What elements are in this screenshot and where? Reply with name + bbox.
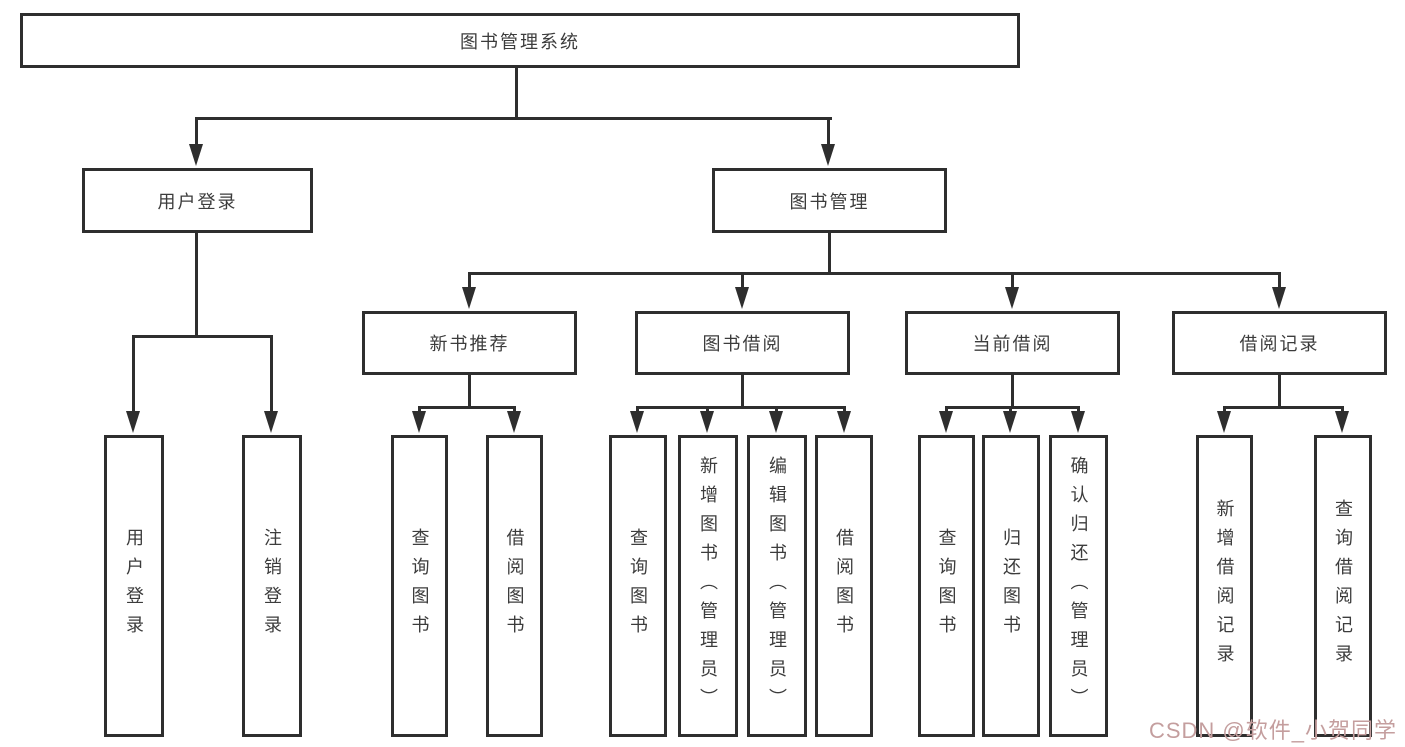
connector-line [945,406,948,414]
connector-line [270,335,273,412]
connector-line [1077,406,1080,414]
connector-line [706,406,709,414]
connector-line [195,117,832,120]
leaf-borrow-books-1: 借阅图书 [486,435,543,737]
arrow-down-icon [1003,411,1017,433]
node-borrow-records-label: 借阅记录 [1239,334,1320,354]
node-current-borrow: 当前借阅 [905,311,1120,375]
connector-line [195,233,198,338]
leaf-add-borrow-record: 新增借阅记录 [1196,435,1253,737]
arrow-down-icon [735,287,749,309]
arrow-down-icon [126,411,140,433]
leaf-logout: 注销登录 [242,435,302,737]
arrow-down-icon [821,144,835,166]
connector-line [1341,406,1344,414]
connector-line [515,68,518,118]
arrow-down-icon [939,411,953,433]
connector-line [418,406,516,409]
connector-line [636,406,639,414]
connector-line [827,117,830,147]
leaf-add-book-admin-label: 新增图书（管理员） [698,455,718,717]
node-book-management-label: 图书管理 [789,191,870,212]
leaf-confirm-return-admin-label: 确认归还（管理员） [1068,455,1089,717]
leaf-edit-book-admin: 编辑图书（管理员） [747,435,807,737]
connector-line [636,406,846,409]
leaf-edit-book-admin-label: 编辑图书（管理员） [767,455,787,717]
leaf-borrow-books-2: 借阅图书 [815,435,873,737]
leaf-query-borrow-record: 查询借阅记录 [1314,435,1372,737]
csdn-watermark: CSDN @软件_小贺同学 [1148,718,1397,743]
leaf-user-login: 用户登录 [104,435,164,737]
connector-line [945,406,1080,409]
leaf-query-books-1-label: 查询图书 [409,528,430,644]
connector-line [132,335,135,412]
connector-line [513,406,516,414]
arrow-down-icon [1217,411,1231,433]
leaf-query-books-2: 查询图书 [609,435,667,737]
connector-line [828,233,831,275]
connector-line [775,406,778,414]
node-book-borrow-label: 图书借阅 [702,334,783,354]
node-user-login-label: 用户登录 [157,191,238,212]
connector-line [1278,375,1281,409]
leaf-borrow-books-1-label: 借阅图书 [504,528,525,644]
arrow-down-icon [700,411,714,433]
connector-line [468,272,471,289]
arrow-down-icon [1272,287,1286,309]
connector-line [1011,272,1014,289]
arrow-down-icon [264,411,278,433]
arrow-down-icon [462,287,476,309]
connector-line [741,272,744,289]
connector-line [1011,375,1014,409]
leaf-return-books: 归还图书 [982,435,1040,737]
leaf-borrow-books-2-label: 借阅图书 [834,528,854,644]
node-root: 图书管理系统 [20,13,1020,68]
arrow-down-icon [189,144,203,166]
node-book-management: 图书管理 [712,168,947,233]
connector-line [741,375,744,409]
leaf-query-books-2-label: 查询图书 [628,528,648,644]
connector-line [195,117,198,147]
leaf-add-book-admin: 新增图书（管理员） [678,435,738,737]
arrow-down-icon [1071,411,1085,433]
node-root-label: 图书管理系统 [460,31,580,52]
connector-line [132,335,273,338]
node-book-borrow: 图书借阅 [635,311,850,375]
leaf-query-books-3-label: 查询图书 [936,528,957,644]
connector-line [1223,406,1344,409]
connector-line [843,406,846,414]
connector-line [468,272,1281,275]
arrow-down-icon [630,411,644,433]
connector-line [1009,406,1012,414]
node-borrow-records: 借阅记录 [1172,311,1387,375]
arrow-down-icon [412,411,426,433]
connector-line [1223,406,1226,414]
node-new-book-recommend-label: 新书推荐 [429,334,510,354]
leaf-query-borrow-record-label: 查询借阅记录 [1333,499,1353,673]
node-user-login: 用户登录 [82,168,313,233]
arrow-down-icon [507,411,521,433]
leaf-query-books-1: 查询图书 [391,435,448,737]
leaf-return-books-label: 归还图书 [1001,528,1021,644]
node-current-borrow-label: 当前借阅 [972,334,1053,354]
leaf-logout-label: 注销登录 [262,528,282,644]
connector-line [1278,272,1281,289]
connector-line [418,406,421,414]
arrow-down-icon [1005,287,1019,309]
node-new-book-recommend: 新书推荐 [362,311,577,375]
arrow-down-icon [837,411,851,433]
leaf-query-books-3: 查询图书 [918,435,975,737]
arrow-down-icon [769,411,783,433]
leaf-add-borrow-record-label: 新增借阅记录 [1214,499,1235,673]
connector-line [468,375,471,409]
leaf-confirm-return-admin: 确认归还（管理员） [1049,435,1108,737]
leaf-user-login-label: 用户登录 [124,528,144,644]
arrow-down-icon [1335,411,1349,433]
